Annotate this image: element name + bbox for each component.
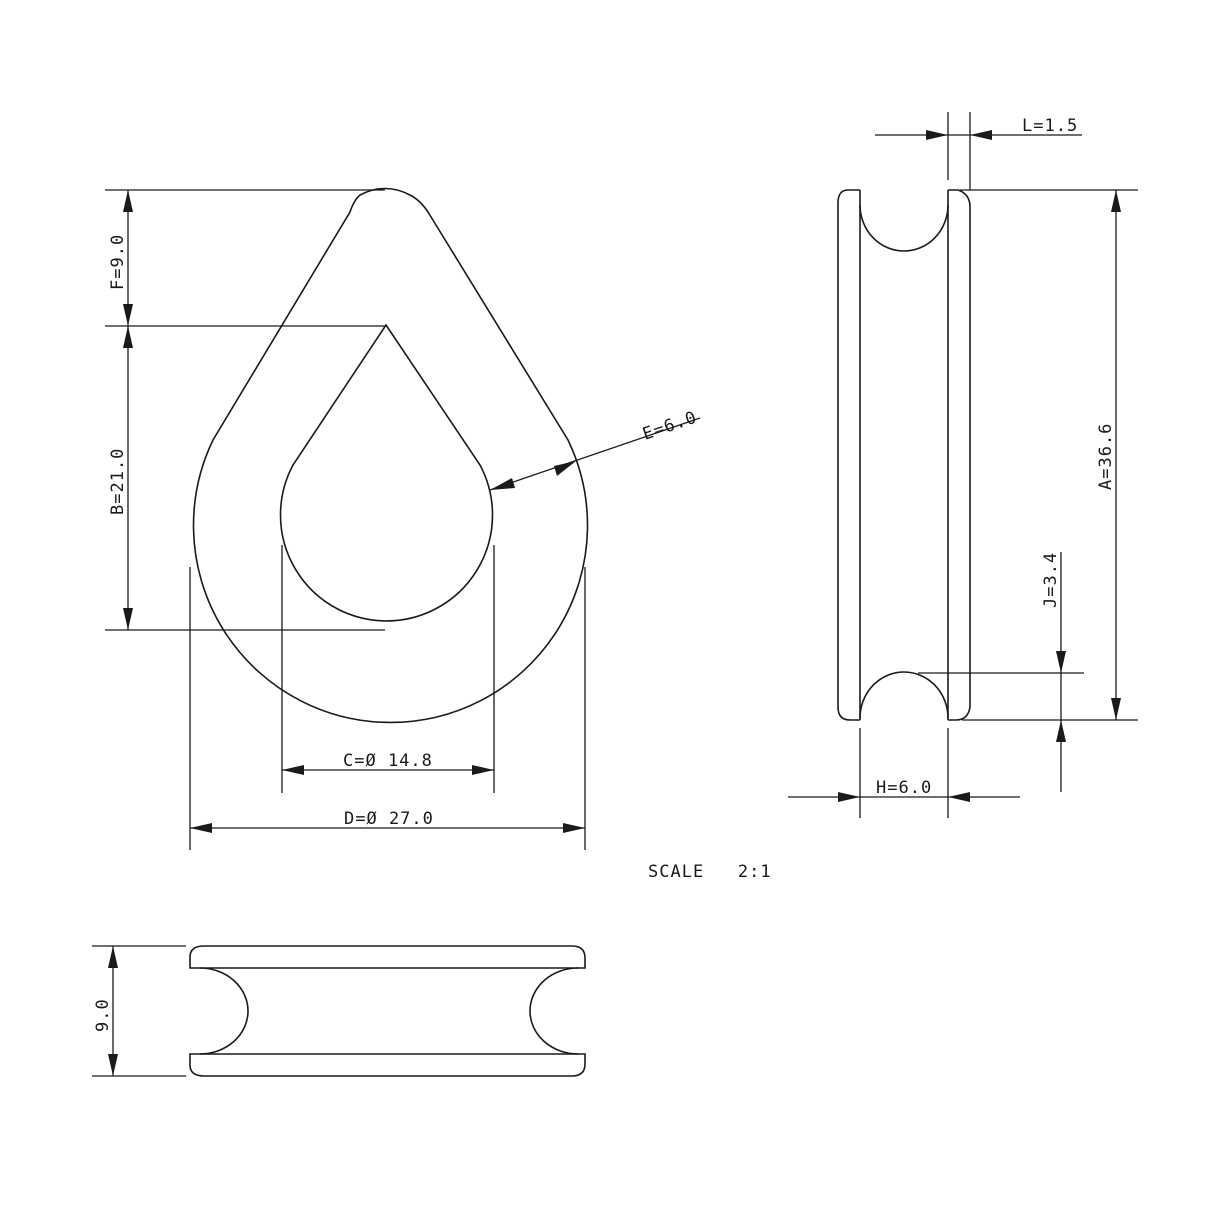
scale-label: SCALE 2:1 <box>648 862 772 882</box>
dim-J-label: J=3.4 <box>1041 552 1061 608</box>
dim-A-label: A=36.6 <box>1096 423 1116 490</box>
dim-E-label: E=6.0 <box>640 408 700 445</box>
dim-height-label: 9.0 <box>93 998 113 1032</box>
dim-B-label: B=21.0 <box>108 448 128 515</box>
outer-profile <box>192 187 589 724</box>
dim-D-label: D=Ø 27.0 <box>344 809 434 829</box>
dim-L-label: L=1.5 <box>1022 116 1078 136</box>
front-view: F=9.0 B=21.0 E=6.0 C=Ø 14.8 D=Ø 27.0 <box>105 187 701 850</box>
inner-profile <box>279 323 494 622</box>
dim-F-label: F=9.0 <box>108 234 128 290</box>
dim-H-label: H=6.0 <box>876 778 932 798</box>
side-view: L=1.5 A=36.6 J=3.4 H=6.0 <box>788 112 1138 818</box>
bottom-view: 9.0 <box>92 945 586 1077</box>
dim-C-label: C=Ø 14.8 <box>343 751 433 771</box>
